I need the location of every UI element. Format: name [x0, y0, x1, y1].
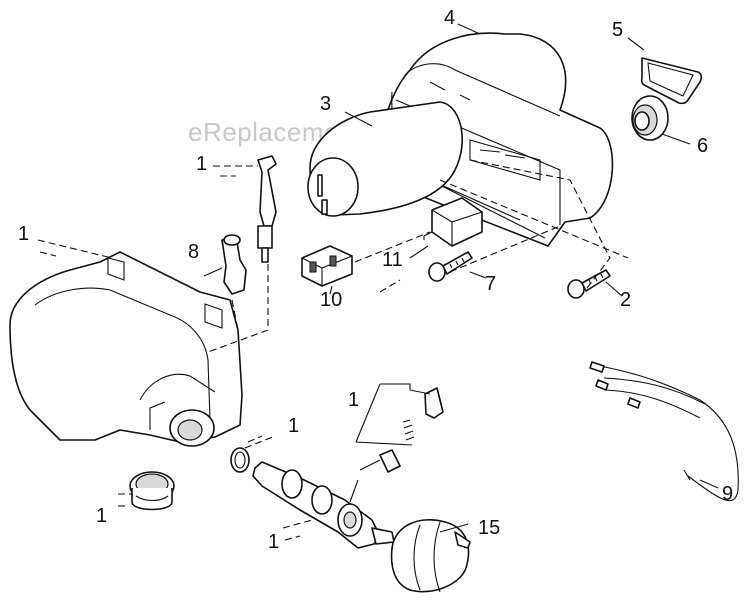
part-8-clip — [221, 234, 247, 295]
callout-9: 9 — [722, 483, 733, 505]
callout-1-valve: 1 — [348, 389, 359, 411]
callout-8: 8 — [188, 241, 199, 263]
part-9-wire-harness — [589, 361, 739, 502]
callout-5: 5 — [612, 19, 623, 41]
callout-1-top: 1 — [196, 153, 207, 175]
part-10-switch — [301, 245, 353, 287]
callout-labels: 4 5 6 3 1 8 11 7 2 10 1 9 1 1 1 1 15 — [18, 7, 733, 553]
o-ring — [230, 447, 250, 473]
callout-4: 4 — [444, 7, 455, 29]
part-2-screw — [567, 269, 611, 299]
callout-10: 10 — [320, 289, 342, 311]
part-7-screw — [428, 251, 473, 282]
callout-11: 11 — [382, 249, 403, 271]
callout-1-shaft: 1 — [268, 531, 279, 553]
valve-spring-group — [379, 387, 444, 473]
callout-2: 2 — [620, 289, 631, 311]
part-11-relay — [423, 197, 483, 247]
part-3-capacitor — [307, 101, 463, 217]
callout-15: 15 — [478, 517, 500, 539]
leader-lines — [37, 23, 719, 541]
part-1-plunger-rod — [257, 155, 277, 263]
callout-7: 7 — [485, 273, 496, 295]
valve-shaft — [252, 461, 395, 549]
grommet — [129, 471, 175, 511]
callout-6: 6 — [697, 135, 708, 157]
part-6-bushing — [631, 95, 669, 141]
callout-1-grommet: 1 — [96, 505, 107, 527]
part-15-knob — [390, 519, 471, 593]
callout-1-left: 1 — [18, 223, 29, 245]
callout-3: 3 — [320, 93, 331, 115]
part-4-motor-housing — [376, 32, 614, 247]
callout-1-oring: 1 — [288, 415, 299, 437]
part-5-gasket — [640, 57, 703, 105]
pump-housing-body — [9, 251, 243, 447]
